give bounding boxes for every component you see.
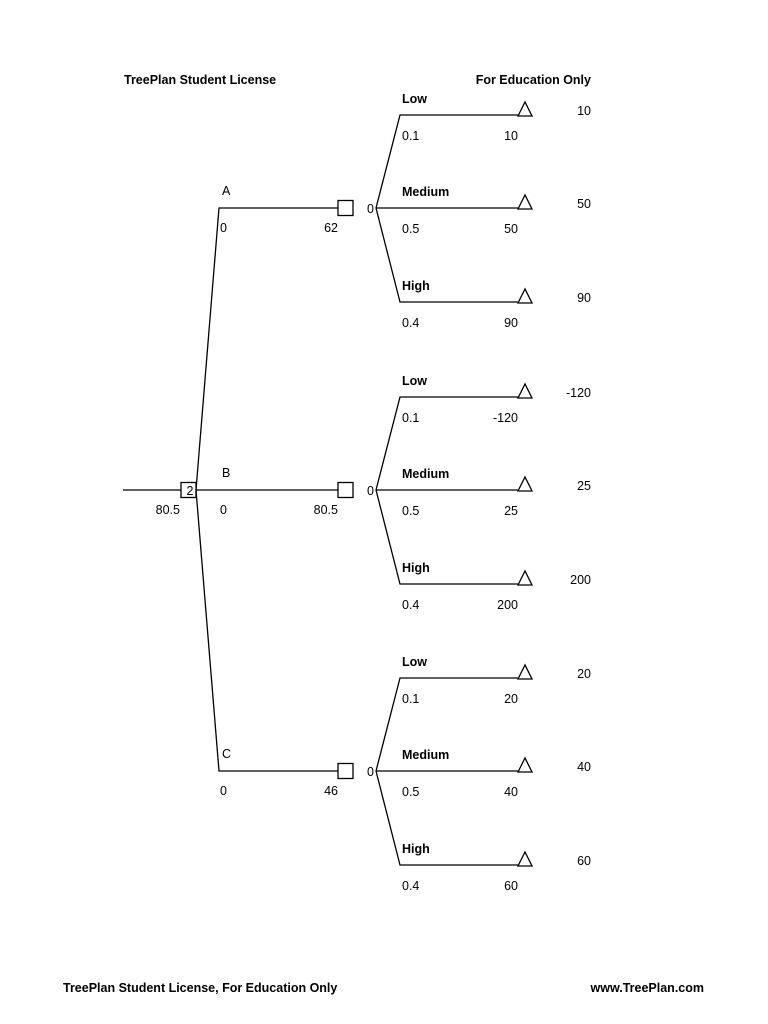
payoff-value-c-medium: 40: [577, 760, 591, 774]
root-node-label: 2: [187, 484, 194, 498]
payoff-value-b-low: -120: [566, 386, 591, 400]
terminal-node-a-low: [516, 100, 534, 117]
outcome-branch-a-high: [375, 207, 518, 303]
header-left-label: TreePlan Student License: [124, 73, 276, 87]
outcome-label-c-high: High: [402, 842, 430, 856]
outcome-value-b-high: 200: [497, 598, 518, 612]
outcome-probability-a-high: 0.4: [402, 316, 419, 330]
outcome-value-a-high: 90: [504, 316, 518, 330]
decision-value-b: 80.5: [314, 503, 338, 517]
decision-value-a: 62: [324, 221, 338, 235]
outcome-branch-b-low: [375, 396, 518, 491]
outcome-label-b-low: Low: [402, 374, 427, 388]
payoff-value-a-high: 90: [577, 291, 591, 305]
outcome-label-a-medium: Medium: [402, 185, 449, 199]
outcome-value-c-medium: 40: [504, 785, 518, 799]
chance-node-label-a: 0: [367, 202, 374, 216]
outcome-value-c-low: 20: [504, 692, 518, 706]
outcome-branch-c-high: [375, 770, 518, 866]
chance-node-c: [337, 762, 354, 780]
terminal-node-a-high: [516, 287, 534, 304]
payoff-value-a-low: 10: [577, 104, 591, 118]
outcome-label-a-high: High: [402, 279, 430, 293]
outcome-probability-b-high: 0.4: [402, 598, 419, 612]
outcome-probability-a-low: 0.1: [402, 129, 419, 143]
outcome-label-b-high: High: [402, 561, 430, 575]
chance-node-a: [337, 199, 354, 217]
terminal-node-b-low: [516, 382, 534, 399]
outcome-probability-a-medium: 0.5: [402, 222, 419, 236]
decision-branch-a: [195, 207, 338, 491]
terminal-node-b-high: [516, 569, 534, 586]
outcome-value-b-medium: 25: [504, 504, 518, 518]
payoff-value-b-high: 200: [570, 573, 591, 587]
footer-left-label: TreePlan Student License, For Education …: [63, 981, 337, 995]
payoff-value-c-high: 60: [577, 854, 591, 868]
outcome-branch-c-low: [375, 677, 518, 772]
outcome-probability-c-high: 0.4: [402, 879, 419, 893]
root-value: 80.5: [156, 503, 180, 517]
outcome-label-b-medium: Medium: [402, 467, 449, 481]
outcome-label-c-medium: Medium: [402, 748, 449, 762]
decision-label-b: B: [222, 466, 230, 480]
outcome-value-b-low: -120: [493, 411, 518, 425]
terminal-node-c-low: [516, 663, 534, 680]
decision-label-a: A: [222, 184, 231, 198]
decision-branch-c: [195, 489, 338, 772]
outcome-probability-c-low: 0.1: [402, 692, 419, 706]
decision-cost-c: 0: [220, 784, 227, 798]
outcome-label-c-low: Low: [402, 655, 427, 669]
terminal-node-c-high: [516, 850, 534, 867]
outcome-branch-a-low: [375, 114, 518, 209]
terminal-node-b-medium: [516, 475, 534, 492]
terminal-node-a-medium: [516, 193, 534, 210]
decision-cost-b: 0: [220, 503, 227, 517]
payoff-value-b-medium: 25: [577, 479, 591, 493]
terminal-node-c-medium: [516, 756, 534, 773]
outcome-branch-b-high: [375, 489, 518, 585]
outcome-value-a-low: 10: [504, 129, 518, 143]
outcome-label-a-low: Low: [402, 92, 427, 106]
decision-label-c: C: [222, 747, 231, 761]
outcome-probability-c-medium: 0.5: [402, 785, 419, 799]
outcome-value-a-medium: 50: [504, 222, 518, 236]
outcome-value-c-high: 60: [504, 879, 518, 893]
chance-node-label-b: 0: [367, 484, 374, 498]
payoff-value-a-medium: 50: [577, 197, 591, 211]
chance-node-b: [337, 481, 354, 499]
footer-right-label: www.TreePlan.com: [590, 981, 704, 995]
payoff-value-c-low: 20: [577, 667, 591, 681]
chance-node-label-c: 0: [367, 765, 374, 779]
header-right-label: For Education Only: [476, 73, 591, 87]
outcome-probability-b-low: 0.1: [402, 411, 419, 425]
decision-cost-a: 0: [220, 221, 227, 235]
decision-value-c: 46: [324, 784, 338, 798]
outcome-probability-b-medium: 0.5: [402, 504, 419, 518]
